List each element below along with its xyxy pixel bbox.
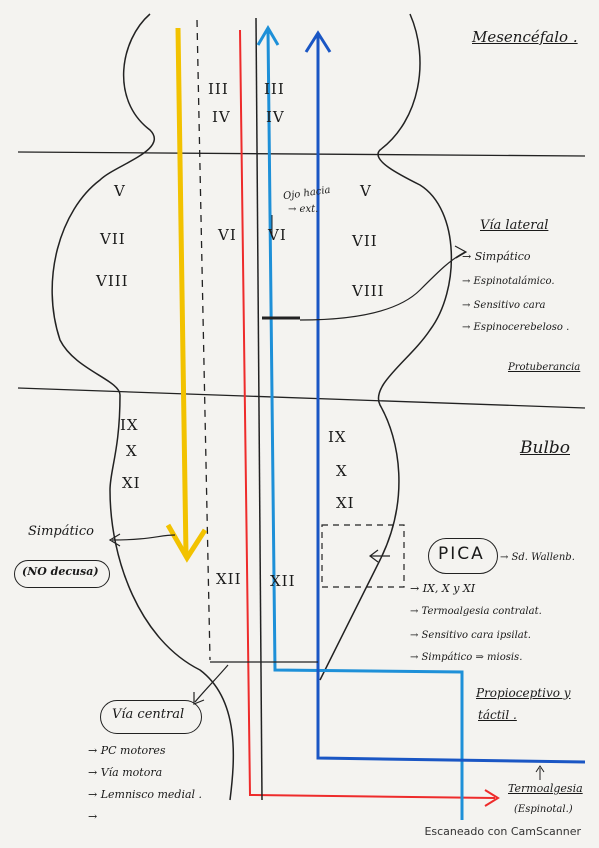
via-lateral-title: Vía lateral (480, 218, 549, 233)
nerve-right-v: V (360, 182, 372, 200)
region-mesencefalo: Mesencéfalo . (472, 28, 578, 46)
via-central-connector (194, 664, 229, 703)
pica-dashed-box (321, 524, 405, 588)
midline-dashed (196, 19, 211, 661)
via-lateral-item-4: → Espinocerebeloso . (462, 322, 570, 333)
cyan-tract (266, 29, 464, 820)
nerve-right-xi: XI (336, 494, 355, 512)
pica-item-2: → Termoalgesia contralat. (410, 606, 542, 617)
yellow-arrowhead (165, 523, 208, 563)
ojo-label-2: → ext. (288, 204, 319, 215)
region-protuberancia: Protuberancia (508, 362, 581, 373)
pica-item-4: → Simpático ⇒ miosis. (410, 652, 523, 663)
via-central-item-3: → Lemnisco medial . (88, 788, 203, 801)
pica-item-1: → IX, X y XI (410, 582, 476, 595)
nerve-right-viii: VIII (352, 282, 385, 300)
nerve-vi-right: VI (268, 226, 287, 244)
nerve-right-vii: VII (352, 232, 378, 250)
propioceptivo-line1: Propioceptivo y (476, 686, 571, 700)
via-lateral-item-2: → Espinotalámico. (462, 276, 555, 287)
no-decusa-label: (NO decusa) (22, 565, 99, 578)
cyan-arrowhead (256, 25, 280, 46)
propioceptivo-line2: táctil . (478, 708, 517, 722)
nerve-right-iv: IV (266, 108, 285, 126)
nerve-left-x: X (126, 442, 138, 460)
red-arrowhead (484, 789, 500, 807)
divider-mesencefalo (17, 151, 586, 157)
nerve-left-v: V (114, 182, 126, 200)
via-central-title: Vía central (112, 707, 185, 722)
nerve-left-viii: VIII (96, 272, 129, 290)
nerve-right-iii: III (264, 80, 285, 98)
nerve-left-ix: IX (120, 416, 139, 434)
via-lateral-item-1: → Simpático (462, 250, 531, 263)
region-bulbo: Bulbo (520, 438, 570, 458)
termoalgesia-line1: Termoalgesia (508, 782, 583, 795)
simpatico-connector (111, 534, 176, 541)
via-lateral-connector (299, 251, 466, 321)
blue-arrowhead (304, 30, 332, 53)
divider-protuberancia (17, 387, 586, 409)
via-central-item-1: → PC motores (88, 744, 166, 757)
nerve-left-iv: IV (212, 108, 231, 126)
nerve-left-vii: VII (100, 230, 126, 248)
pica-item-3: → Sensitivo cara ipsilat. (410, 630, 531, 641)
nerve-right-x: X (336, 462, 348, 480)
nerve-left-iii: III (208, 80, 229, 98)
yellow-tract (175, 27, 189, 556)
simpatico-label: Simpático (28, 524, 94, 539)
pica-box (428, 538, 498, 574)
scanner-footer: Escaneado con CamScanner (424, 825, 581, 838)
pica-target: → Sd. Wallenb. (500, 552, 575, 563)
nerve-left-xi: XI (122, 474, 141, 492)
nerve-vi-left: VI (218, 226, 237, 244)
nerve-xii-right: XII (270, 572, 296, 590)
black-tract (255, 17, 263, 801)
via-lateral-item-3: → Sensitivo cara (462, 300, 546, 311)
via-central-item-2: → Vía motora (88, 766, 163, 779)
nerve-right-ix: IX (328, 428, 347, 446)
nerve-xii-left: XII (216, 570, 242, 588)
no-decusa-box (14, 560, 110, 588)
termoalgesia-line2: (Espinotal.) (514, 804, 573, 815)
red-tract (239, 29, 496, 799)
pica-label: PICA (438, 544, 485, 564)
via-central-box (100, 700, 202, 734)
blue-tract (316, 35, 586, 764)
brainstem-outline (51, 13, 453, 801)
via-central-item-4: → (88, 810, 98, 823)
